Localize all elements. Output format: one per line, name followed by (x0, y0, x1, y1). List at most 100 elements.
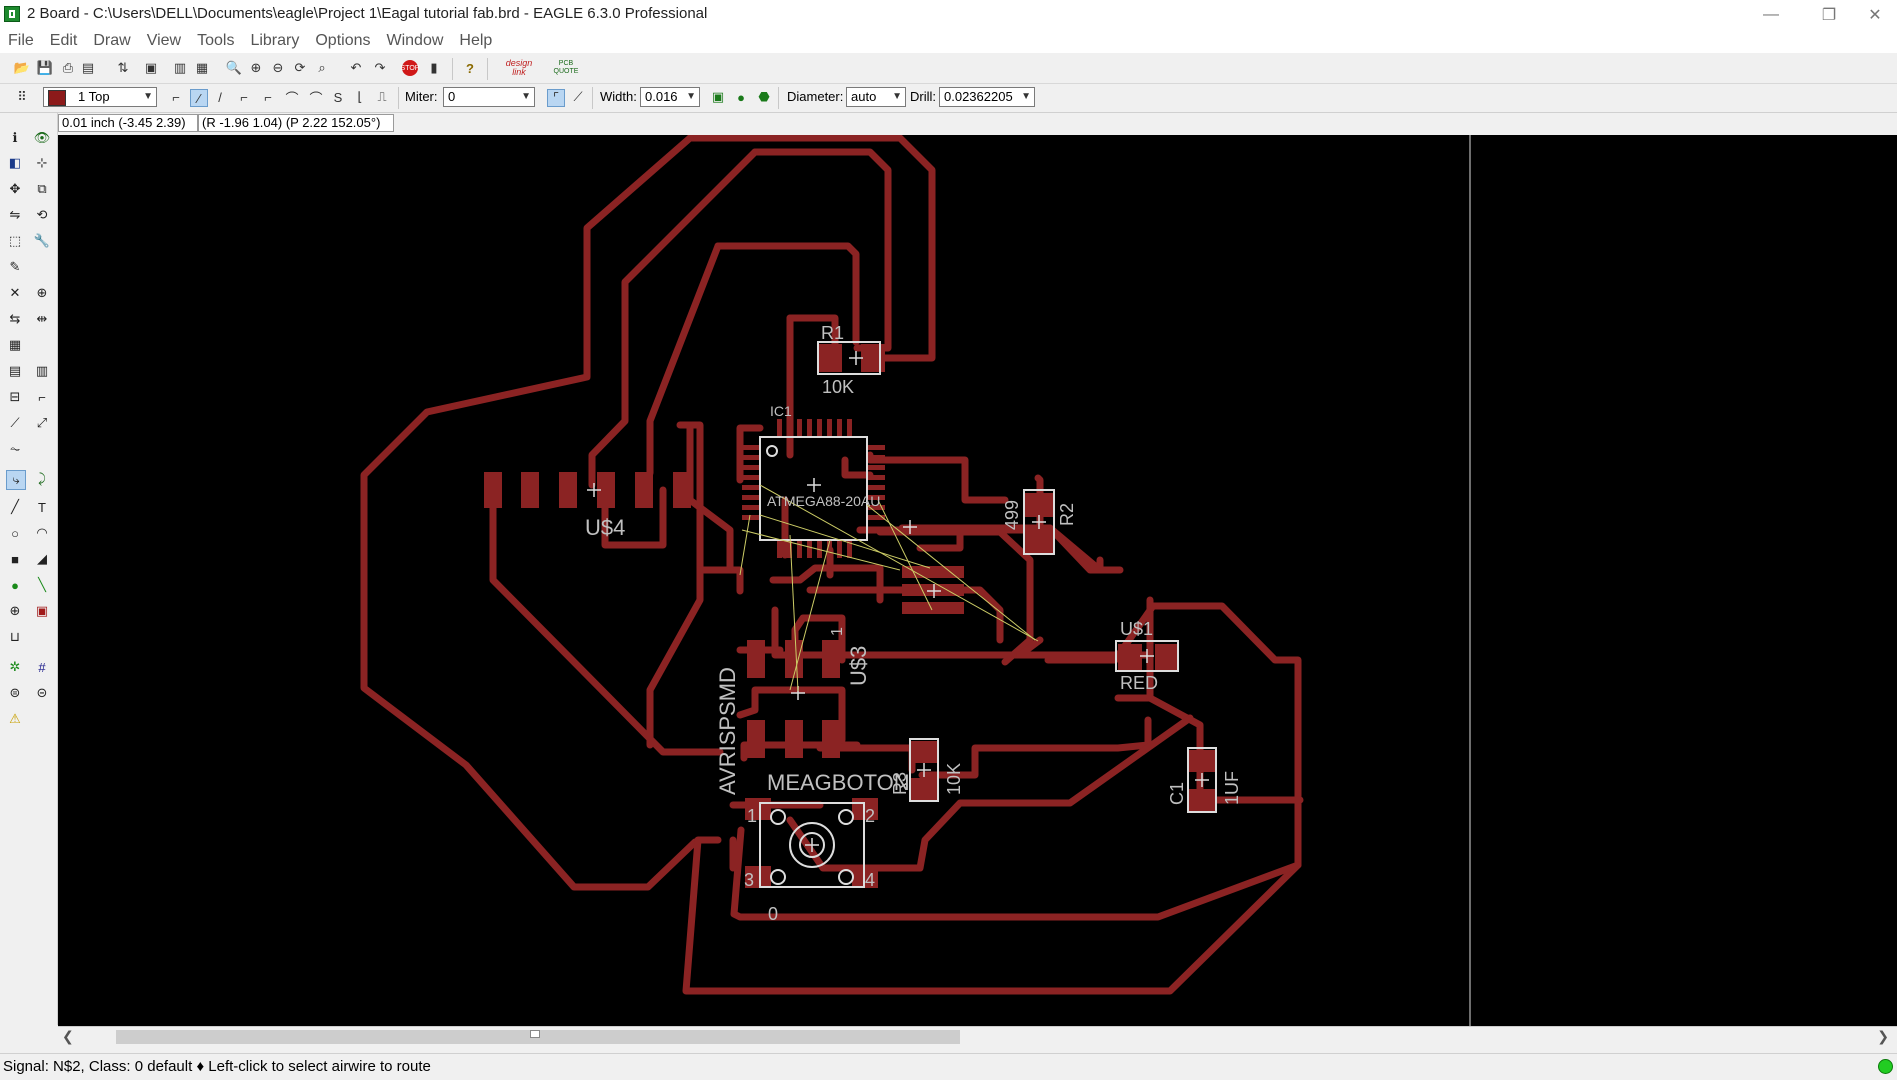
wire-bend-straight-icon[interactable]: / (218, 89, 222, 105)
replace-icon[interactable]: ⇆ (9, 311, 21, 326)
wire-icon[interactable]: ╱ (11, 499, 19, 514)
open-icon[interactable]: 📂 (13, 60, 31, 75)
go-icon[interactable]: ▮ (430, 60, 438, 75)
move-icon[interactable]: ✥ (9, 181, 21, 196)
rotate-icon[interactable]: ⟲ (36, 207, 48, 222)
ratsnest-icon[interactable]: ✲ (9, 659, 21, 674)
ulp-icon[interactable]: ▦ (195, 60, 209, 75)
menu-draw[interactable]: Draw (93, 32, 131, 49)
width-select[interactable]: 0.016 ▼ (640, 87, 700, 107)
split-icon[interactable]: ⊟ (9, 389, 21, 404)
horizontal-scrollbar[interactable]: ❮ ❯ (58, 1026, 1897, 1047)
drc-icon[interactable]: ⊝ (36, 685, 48, 700)
add-icon[interactable]: ⊕ (36, 285, 48, 300)
change-icon[interactable]: 🔧 (33, 233, 51, 248)
board-canvas[interactable]: R1 10K IC1 ATMEGA88-20AU U$4 499 R2 U$1 … (58, 135, 1897, 1026)
diameter-select[interactable]: auto ▼ (846, 87, 906, 107)
optimize-icon[interactable]: ⟋ (10, 415, 20, 430)
wire-bend-free-icon[interactable]: ⌊ (357, 89, 363, 104)
use-library-icon[interactable]: ▣ (144, 60, 158, 75)
rectangle-icon[interactable]: ■ (11, 551, 19, 567)
maximize-button[interactable]: ❐ (1821, 6, 1837, 24)
via-round-icon[interactable]: ● (737, 89, 745, 105)
meander-icon[interactable]: ⤢ (36, 415, 48, 430)
undo-icon[interactable]: ↶ (350, 60, 362, 75)
scroll-left-icon[interactable]: ❮ (62, 1028, 74, 1044)
menu-tools[interactable]: Tools (197, 32, 235, 49)
signal-icon[interactable]: ╲ (38, 577, 46, 592)
menu-view[interactable]: View (146, 32, 182, 49)
design-link-icon[interactable]: design link (505, 58, 533, 77)
wire-bend-arc-icon[interactable]: ⌒ (285, 90, 299, 106)
arc-icon[interactable]: ◠ (36, 525, 48, 540)
smash-icon[interactable]: ▦ (8, 337, 22, 352)
menu-options[interactable]: Options (315, 32, 371, 49)
zoom-select-icon[interactable]: ⌕ (318, 60, 326, 75)
wire-bend-arc2-icon[interactable]: ⌒ (309, 90, 323, 106)
erc-icon[interactable]: ⊜ (9, 685, 21, 700)
wire-bend-90b-icon[interactable]: ⌐ (264, 89, 272, 105)
menu-help[interactable]: Help (459, 32, 493, 49)
wire-bend-45-icon[interactable]: ⁄ (190, 89, 208, 107)
auto-route-grid-icon[interactable]: # (38, 659, 46, 675)
cam-processor-icon[interactable]: ▤ (81, 60, 95, 75)
group-icon[interactable]: ⬚ (8, 233, 22, 248)
value-icon[interactable]: ▥ (35, 363, 49, 378)
autorouter-icon[interactable]: ⤸ (38, 471, 46, 486)
paste-icon[interactable]: ✎ (9, 259, 21, 274)
polygon-icon[interactable]: ◢ (37, 551, 47, 566)
close-button[interactable]: ✕ (1868, 6, 1882, 24)
name-icon[interactable]: ▤ (8, 363, 22, 378)
wire-bend-step-icon[interactable]: ⎍ (377, 89, 387, 104)
save-icon[interactable]: 💾 (36, 60, 54, 75)
wire-bend-45b-icon[interactable]: ⌐ (240, 89, 248, 105)
info-icon[interactable]: ℹ (12, 130, 18, 145)
text-icon[interactable]: T (38, 499, 46, 515)
drill-select[interactable]: 0.02362205 ▼ (939, 87, 1035, 107)
redraw-icon[interactable]: ⟳ (294, 60, 306, 75)
wire-bend-90-icon[interactable]: ⌐ (172, 89, 180, 105)
mirror-icon[interactable]: ⇋ (9, 207, 21, 222)
hole-icon[interactable]: ⊕ (9, 603, 21, 618)
script-icon[interactable]: ▥ (173, 60, 187, 75)
menu-library[interactable]: Library (250, 32, 300, 49)
scrollbar-grip[interactable] (530, 1030, 540, 1038)
dimension-icon[interactable]: ⊔ (9, 629, 21, 644)
route-icon[interactable]: ⤷ (6, 470, 26, 490)
via-icon[interactable]: ● (11, 577, 19, 593)
grid-position-readout[interactable]: 0.01 inch (-3.45 2.39) (58, 114, 198, 132)
wire-bend-spline-icon[interactable]: S (333, 89, 343, 105)
miter-tool-icon[interactable]: ⌐ (38, 389, 46, 405)
zoom-fit-icon[interactable]: 🔍 (225, 60, 243, 75)
display-layers-icon[interactable]: ◧ (8, 155, 22, 170)
miter-round-icon[interactable]: ⌜ (547, 89, 565, 107)
zoom-out-icon[interactable]: ⊖ (272, 60, 284, 75)
scroll-right-icon[interactable]: ❯ (1877, 1028, 1889, 1044)
menu-file[interactable]: File (8, 32, 34, 49)
stop-icon[interactable]: STOP (401, 60, 419, 76)
mark-icon[interactable]: ⊹ (36, 155, 48, 170)
menu-edit[interactable]: Edit (49, 32, 78, 49)
ripup-icon[interactable]: ⏦ (9, 441, 21, 456)
via-square-icon[interactable]: ▣ (711, 89, 725, 104)
show-eye-icon[interactable]: 👁 (33, 130, 51, 145)
circle-icon[interactable]: ○ (11, 525, 19, 541)
redo-icon[interactable]: ↷ (374, 60, 386, 75)
layer-select[interactable]: 1 Top ▼ (43, 87, 157, 107)
copy-icon[interactable]: ⧉ (37, 181, 47, 196)
lock-icon[interactable]: ⇹ (36, 311, 48, 326)
grid-dots-icon[interactable]: ⠿ (17, 89, 27, 104)
menu-window[interactable]: Window (386, 32, 444, 49)
help-icon[interactable]: ? (466, 60, 474, 76)
via-octagon-icon[interactable]: ⬣ (758, 89, 770, 104)
delete-icon[interactable]: ✕ (9, 285, 21, 300)
minimize-button[interactable]: — (1763, 5, 1779, 23)
errors-icon[interactable]: ⚠ (9, 711, 21, 726)
schematic-board-switch-icon[interactable]: ⇅ (117, 60, 129, 75)
miter-straight-icon[interactable]: ⟋ (573, 89, 583, 104)
print-icon[interactable]: ⎙ (62, 60, 74, 75)
pcb-quote-icon[interactable]: PCB QUOTE (553, 60, 579, 75)
zoom-in-icon[interactable]: ⊕ (250, 60, 262, 75)
attribute-icon[interactable]: ▣ (35, 603, 49, 618)
miter-select[interactable]: 0 ▼ (443, 87, 535, 107)
